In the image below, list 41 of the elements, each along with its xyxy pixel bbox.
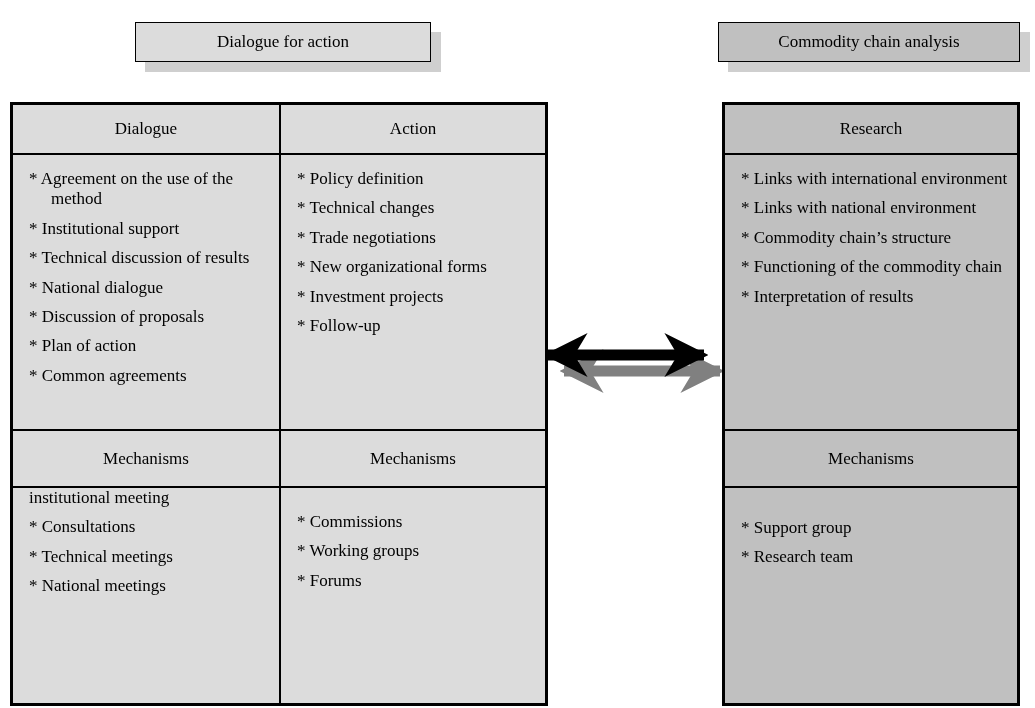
table-cell [12,487,280,704]
list-item: * Links with national environment [741,198,978,219]
list-item: * National dialogue [29,277,165,298]
list-item: * Links with international environment [741,169,1009,190]
list-item: * National meetings [29,576,167,597]
list-item: * Interpretation of results [741,286,915,307]
table-cell [724,154,1018,430]
list-item: * Technical changes [297,198,436,219]
column-header: Dialogue [12,104,280,154]
column-header: Mechanisms [12,430,280,487]
list-item: * Support group [741,518,853,539]
list-item: * Policy definition [297,169,425,190]
list-item: * Agreement on the use of the method [29,169,234,210]
list-item: * Commodity chain’s structure [741,227,953,249]
list-item: * Functioning of the commodity chain [741,257,1004,278]
list-item: * Working groups [297,541,421,562]
table-panel [722,102,1020,706]
list-item: * Research team [741,547,855,568]
table-cell [724,487,1018,704]
list-item: * Technical meetings [29,546,174,568]
table-cell [12,154,280,430]
list-item: * Plan of action [29,336,138,357]
list-item: institutional meeting [29,488,171,509]
table-cell [280,154,546,430]
list-item: * New organizational forms [297,257,488,278]
list-item: * Common agreements [29,365,188,387]
column-header: Research [724,104,1018,154]
list-item: * Technical discussion of results [29,248,251,269]
table-panel [10,102,548,706]
column-header: Mechanisms [280,430,546,487]
list-item: * Trade negotiations [297,227,437,249]
list-item: * Forums [297,570,363,592]
list-item: * Follow-up [297,315,382,337]
column-header: Action [280,104,546,154]
column-header: Mechanisms [724,430,1018,487]
list-item: * Discussion of proposals [29,306,206,328]
list-item: * Investment projects [297,286,445,307]
list-item: * Commissions [297,512,404,533]
list-item: * Consultations [29,517,137,538]
table-cell [280,487,546,704]
list-item: * Institutional support [29,218,181,240]
